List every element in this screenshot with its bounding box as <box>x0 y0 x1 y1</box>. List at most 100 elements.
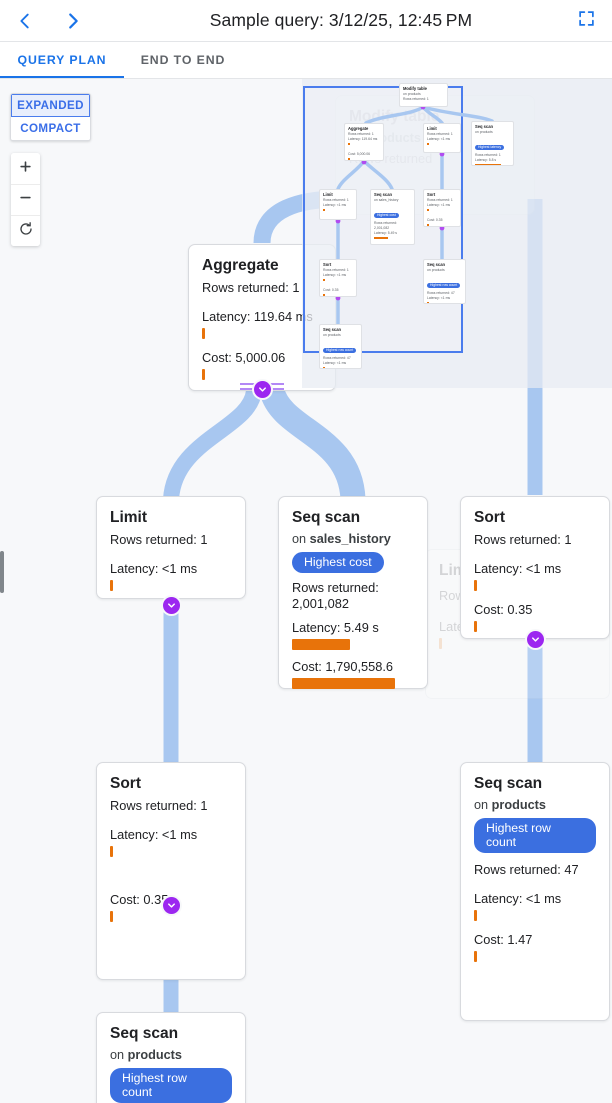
minimap-node-line: Latency: <1 ms <box>427 295 451 300</box>
node-cost: Cost: 1,790,558.6 <box>292 658 394 674</box>
minimap-node-line: Cost: 0.35 <box>323 288 339 293</box>
page-title: Sample query: 3/12/25, 12:45 PM <box>209 10 473 30</box>
node-title: Seq scan <box>292 509 361 526</box>
cost-bar <box>474 621 477 632</box>
node-subtitle: on products <box>474 798 596 812</box>
minimap-node-line: Latency: <1 ms <box>323 202 347 207</box>
minimap-node-bar <box>427 301 429 303</box>
collapse-toggle-sort-left[interactable] <box>163 897 180 914</box>
minimap-node-bar <box>348 142 350 146</box>
status-badge-highest-row-count: Highest row count <box>110 1068 232 1103</box>
node-title: Seq scan <box>110 1025 179 1042</box>
node-latency: Latency: <1 ms <box>474 561 562 576</box>
minimap-node-line: Latency: <1 ms <box>323 360 347 365</box>
minimap-node-subtitle: on products <box>403 91 421 96</box>
node-title: Sort <box>110 775 141 792</box>
minimap-node-subtitle: on products <box>323 332 341 337</box>
minimap-node-title: Aggregate <box>348 126 369 131</box>
minimap-node-badge: Highest cost <box>374 212 399 219</box>
chevron-down-icon <box>257 384 268 395</box>
minimap-node-line: Rows returned: 1 <box>323 267 349 272</box>
tab-end-to-end-label: END TO END <box>140 53 226 67</box>
zoom-out-button[interactable] <box>11 184 40 215</box>
node-latency: Latency: <1 ms <box>110 827 198 842</box>
node-title: Aggregate <box>202 257 279 274</box>
mode-expanded-label: EXPANDED <box>17 99 84 112</box>
cost-bar <box>474 951 477 962</box>
node-title: Seq scan <box>474 775 543 792</box>
minimap-node-bar <box>323 208 325 212</box>
minimap-node-line: Rows returned: 1 <box>427 197 453 202</box>
mode-compact-button[interactable]: COMPACT <box>11 117 90 140</box>
minimap-node-bar <box>374 236 388 240</box>
zoom-in-button[interactable] <box>11 153 40 184</box>
back-button[interactable] <box>8 4 42 38</box>
collapse-toggle-sort-right[interactable] <box>527 631 544 648</box>
node-seqscan-products-bottom[interactable]: Seq scan on products Highest row count R… <box>96 1012 246 1103</box>
node-limit[interactable]: Limit Rows returned: 1 Latency: <1 ms <box>96 496 246 599</box>
minimap-node-subtitle: on products <box>427 267 445 272</box>
node-rows: Rows returned: 1 <box>110 532 208 547</box>
minimap-node-title: Modify table <box>403 86 427 91</box>
minimap-node-line: Rows returned: 1 <box>475 152 501 157</box>
minimap-node-line: Latency: 5.8 s <box>475 157 497 162</box>
minus-icon <box>18 190 33 210</box>
minimap-node-title: Sort <box>427 192 436 197</box>
canvas-scrollbar[interactable] <box>0 551 4 593</box>
node-subtitle: on products <box>110 1048 232 1062</box>
minimap-node-line: Latency: <1 ms <box>323 272 347 277</box>
forward-button[interactable] <box>56 4 90 38</box>
tab-bar: QUERY PLAN END TO END <box>0 42 612 78</box>
node-sort-left[interactable]: Sort Rows returned: 1 Latency: <1 ms Cos… <box>96 762 246 980</box>
minimap-edges <box>335 104 494 326</box>
app-header: Sample query: 3/12/25, 12:45 PM <box>0 0 612 41</box>
node-title: Sort <box>474 509 505 526</box>
tabs-divider <box>0 78 612 79</box>
minimap-node-title: Seq scan <box>427 262 445 267</box>
node-seqscan-products-right[interactable]: Seq scan on products Highest row count R… <box>460 762 610 1021</box>
node-latency: Latency: <1 ms <box>474 891 562 906</box>
minimap-node-line: Rows returned: 1 <box>323 197 349 202</box>
plan-canvas[interactable]: EXPANDED COMPACT <box>0 79 612 1103</box>
zoom-control-group <box>11 153 40 246</box>
minimap-node-bar <box>323 294 325 296</box>
header-divider <box>0 41 612 42</box>
minimap-node-title: Limit <box>323 192 333 197</box>
fullscreen-icon <box>578 10 595 32</box>
minimap-node-bar <box>427 208 429 212</box>
minimap-node-bar <box>427 224 429 226</box>
latency-bar <box>474 580 477 591</box>
minimap-node-bar <box>427 142 429 146</box>
minimap-node-line: Rows returned: 1 <box>348 131 374 136</box>
minimap-node-title: Limit <box>427 126 437 131</box>
tab-query-plan[interactable]: QUERY PLAN <box>0 42 124 78</box>
latency-bar <box>110 846 113 857</box>
zoom-reset-button[interactable] <box>11 215 40 246</box>
status-badge-highest-row-count: Highest row count <box>474 818 596 853</box>
mode-expanded-button[interactable]: EXPANDED <box>11 94 90 117</box>
chevron-down-icon <box>166 600 177 611</box>
node-sort-right[interactable]: Sort Rows returned: 1 Latency: <1 ms Cos… <box>460 496 610 639</box>
collapse-toggle-limit[interactable] <box>163 597 180 614</box>
minimap-node-line: Latency: <1 ms <box>427 136 451 141</box>
reset-rotate-icon <box>18 221 34 242</box>
minimap-node-line: Rows returned: 1 <box>403 96 429 101</box>
node-cost: Cost: 1.47 <box>474 932 533 947</box>
tab-end-to-end[interactable]: END TO END <box>124 42 242 78</box>
node-table-name: products <box>491 798 546 812</box>
node-seqscan-sales-history[interactable]: Seq scan on sales_history Highest cost R… <box>278 496 428 689</box>
minimap-node-line: Cost: 0.35 <box>427 218 443 223</box>
latency-bar <box>110 580 113 591</box>
minimap-node-line <box>374 241 411 244</box>
collapse-toggle-aggregate[interactable] <box>254 381 271 398</box>
chevron-left-icon <box>14 10 36 32</box>
fullscreen-button[interactable] <box>570 5 602 37</box>
node-latency: Latency: 119.64 ms <box>202 309 313 324</box>
minimap-node-line: Rows returned: 47 <box>323 355 351 360</box>
